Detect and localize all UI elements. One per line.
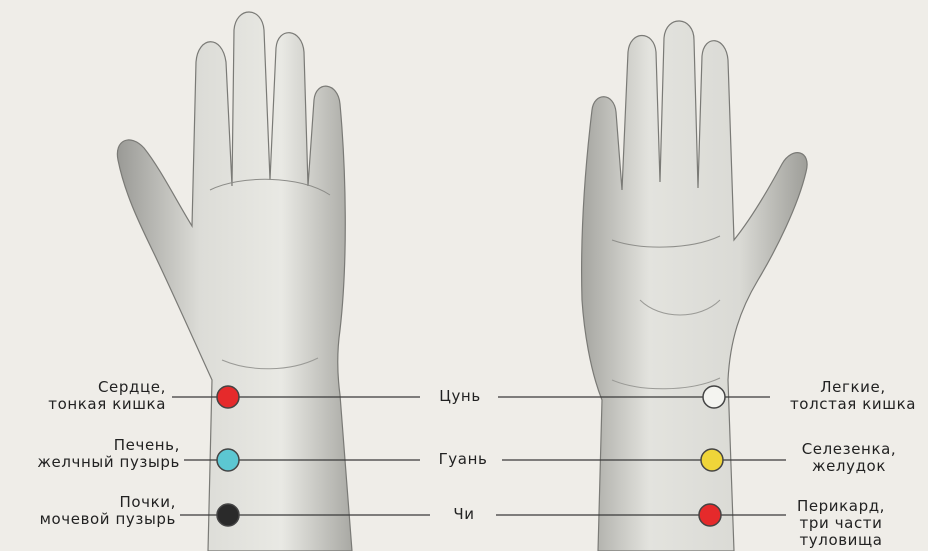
label-line-1: Селезенка, (786, 441, 912, 458)
label-tsun: Цунь (428, 388, 492, 405)
dot-chi-right (699, 504, 721, 526)
label-line-1: Почки, (40, 494, 176, 511)
label-line-1: Сердце, (48, 379, 166, 396)
label-right-tsun: Легкие, толстая кишка (778, 379, 928, 413)
dot-guan-right (701, 449, 723, 471)
label-left-guan: Печень, желчный пузырь (37, 437, 180, 471)
label-line-2: желчный пузырь (37, 454, 180, 471)
dot-guan-left (217, 449, 239, 471)
label-line-2: мочевой пузырь (40, 511, 176, 528)
label-left-tsun: Сердце, тонкая кишка (48, 379, 166, 413)
label-line-2: три части (786, 515, 896, 532)
label-line-2: толстая кишка (778, 396, 928, 413)
label-right-chi: Перикард, три части туловища (786, 498, 896, 549)
label-chi: Чи (438, 506, 490, 523)
label-line-1: Перикард, (786, 498, 896, 515)
label-line-1: Легкие, (778, 379, 928, 396)
right-hand (582, 21, 807, 551)
dot-chi-left (217, 504, 239, 526)
label-line-3: туловища (786, 532, 896, 549)
label-left-chi: Почки, мочевой пузырь (40, 494, 176, 528)
dot-tsun-right (703, 386, 725, 408)
label-line-2: тонкая кишка (48, 396, 166, 413)
dot-tsun-left (217, 386, 239, 408)
label-line-1: Печень, (37, 437, 180, 454)
label-guan: Гуань (428, 451, 498, 468)
label-right-guan: Селезенка, желудок (786, 441, 912, 475)
label-line-2: желудок (786, 458, 912, 475)
